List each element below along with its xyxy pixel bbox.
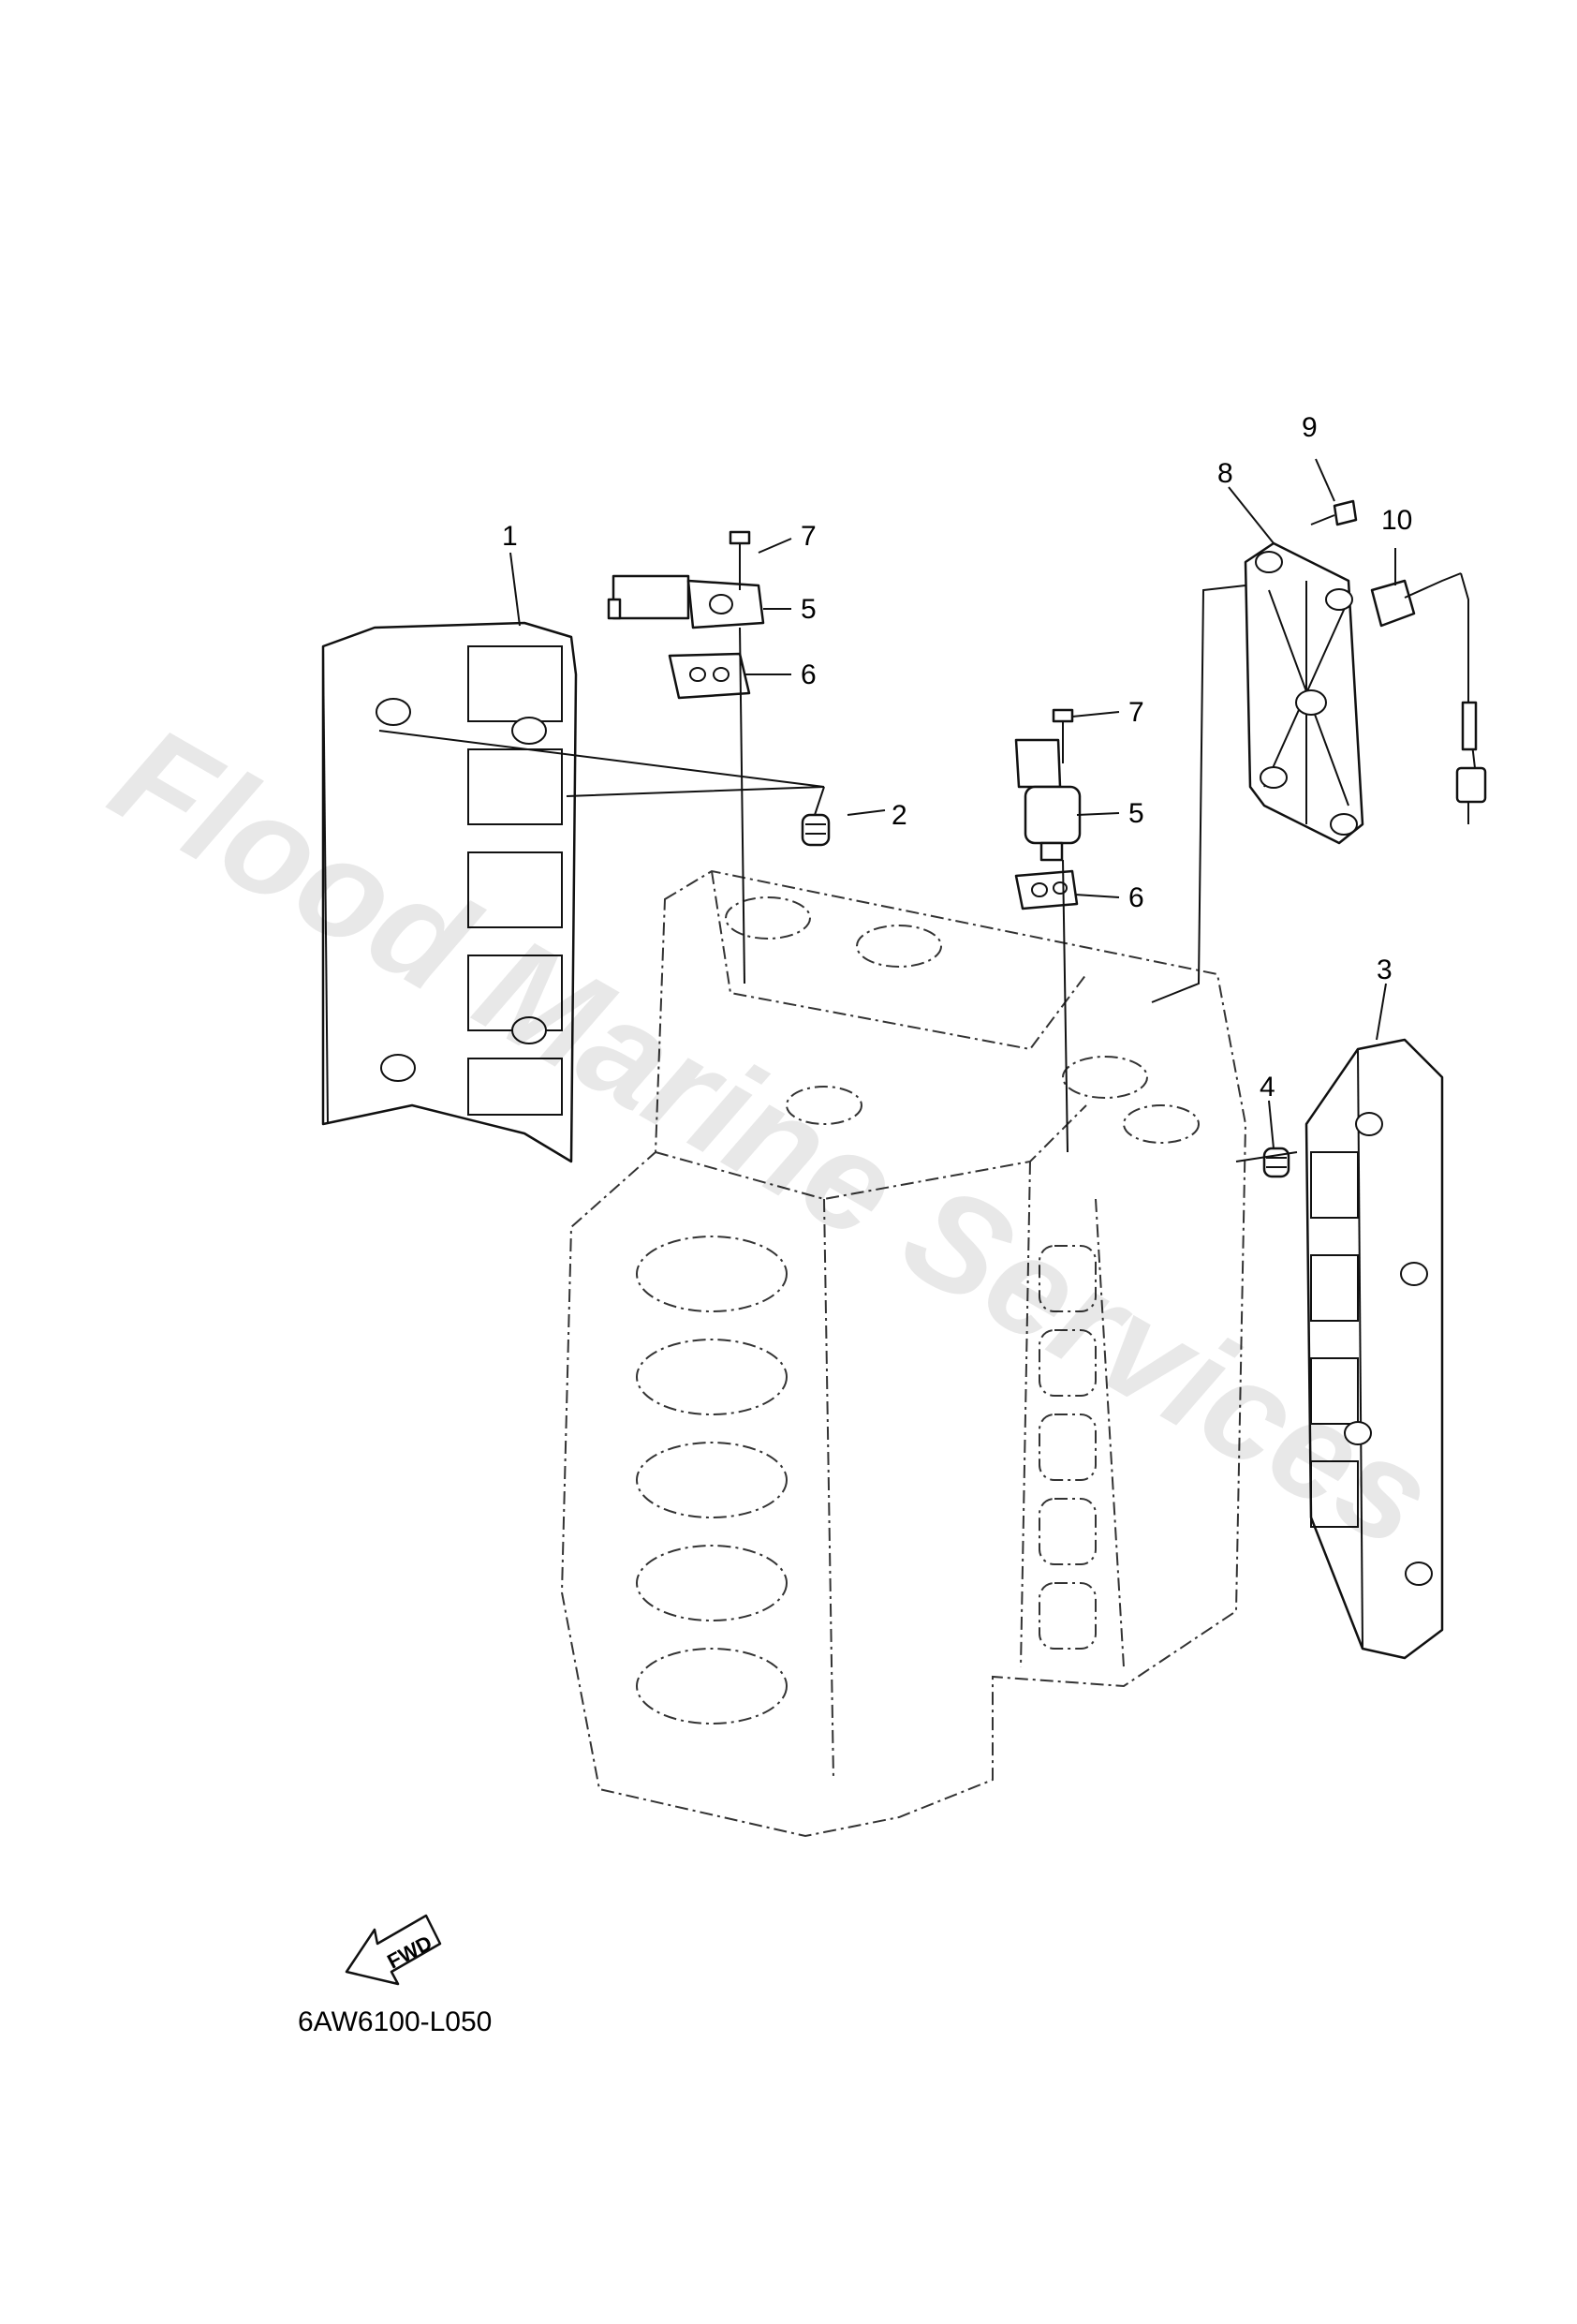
part-3-head-cover-right bbox=[1304, 1038, 1444, 1660]
callout-8: 8 bbox=[1217, 458, 1233, 489]
part-6-gasket-center bbox=[1014, 869, 1079, 910]
part-4-grommet bbox=[1262, 1147, 1290, 1178]
part-5-ocv-valve-center bbox=[1014, 738, 1082, 862]
callout-labels: 1 2 3 4 5 5 6 6 7 7 8 9 10 bbox=[502, 412, 1412, 1103]
callout-6-upper: 6 bbox=[801, 659, 817, 690]
callout-9: 9 bbox=[1302, 412, 1318, 443]
callout-6-center: 6 bbox=[1128, 882, 1144, 913]
diagram-code: 6AW6100-L050 bbox=[298, 2006, 492, 2037]
watermark: Flood Marine Services bbox=[88, 695, 1458, 1577]
right-bank-ports bbox=[1039, 1245, 1097, 1650]
callout-2: 2 bbox=[892, 800, 907, 831]
right-cover-ribs bbox=[1310, 1151, 1359, 1528]
callout-5-center: 5 bbox=[1128, 798, 1144, 829]
part-7-bolt-center bbox=[1052, 708, 1074, 763]
part-9-bolt bbox=[1310, 499, 1358, 526]
part-10-knock-sensor bbox=[1370, 572, 1487, 824]
callout-7-center: 7 bbox=[1128, 697, 1144, 728]
part-2-grommet bbox=[801, 813, 831, 847]
callout-3: 3 bbox=[1377, 955, 1393, 985]
part-1-head-cover-left bbox=[321, 621, 578, 1163]
leader-lines bbox=[378, 458, 1396, 1162]
part-7-bolt-upper bbox=[729, 530, 751, 590]
callout-10: 10 bbox=[1381, 505, 1412, 536]
callout-5-upper: 5 bbox=[801, 594, 817, 625]
part-5-ocv-valve-upper bbox=[607, 574, 765, 629]
part-6-gasket-upper bbox=[668, 652, 751, 700]
cover-ribs bbox=[467, 645, 563, 1116]
callout-1: 1 bbox=[502, 521, 518, 552]
callout-4: 4 bbox=[1260, 1072, 1275, 1103]
part-8-bracket bbox=[1244, 541, 1364, 845]
fwd-arrow-icon: FWD bbox=[345, 1914, 442, 1986]
left-bank-bores bbox=[636, 1236, 788, 1724]
cover-grommets bbox=[376, 698, 547, 1082]
callout-7-upper: 7 bbox=[801, 521, 817, 552]
engine-block bbox=[560, 869, 1247, 1838]
cam-caps bbox=[725, 896, 1200, 1144]
